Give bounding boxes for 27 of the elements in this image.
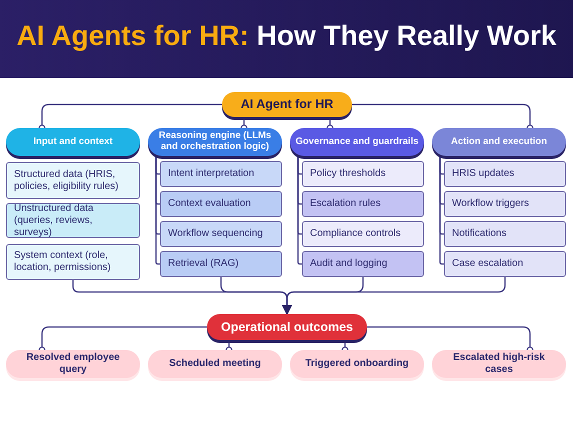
category-pill: Input and context: [6, 128, 140, 156]
outcome-pill: Scheduled meeting: [148, 350, 282, 378]
item-box: Notifications: [444, 221, 566, 247]
item-box: Unstructured data (queries, reviews, surveys): [6, 203, 140, 238]
hub-pill: Operational outcomes: [207, 314, 367, 340]
category-pill: Governance and guardrails: [290, 128, 424, 156]
item-box: Policy thresholds: [302, 161, 424, 187]
category-pill: Reasoning engine (LLMs and orchestration logic): [148, 128, 282, 156]
item-box: Intent interpretation: [160, 161, 282, 187]
category-pill: Action and execution: [432, 128, 566, 156]
item-box: Audit and logging: [302, 251, 424, 277]
hub-pill: AI Agent for HR: [222, 92, 352, 117]
item-box: Case escalation: [444, 251, 566, 277]
outcome-pill: Triggered onboarding: [290, 350, 424, 378]
item-box: Context evaluation: [160, 191, 282, 217]
item-box: Structured data (HRIS, policies, eligibility rules): [6, 162, 140, 199]
item-box: HRIS updates: [444, 161, 566, 187]
item-box: Workflow triggers: [444, 191, 566, 217]
outcome-pill: Escalated high-risk cases: [432, 350, 566, 378]
title: AI Agents for HR: How They Really Work: [16, 20, 558, 52]
outcome-pill: Resolved employee query: [6, 350, 140, 378]
item-box: System context (role, location, permissions): [6, 244, 140, 280]
item-box: Escalation rules: [302, 191, 424, 217]
item-box: Retrieval (RAG): [160, 251, 282, 277]
item-box: Compliance controls: [302, 221, 424, 247]
item-box: Workflow sequencing: [160, 221, 282, 247]
connector: [282, 277, 506, 315]
